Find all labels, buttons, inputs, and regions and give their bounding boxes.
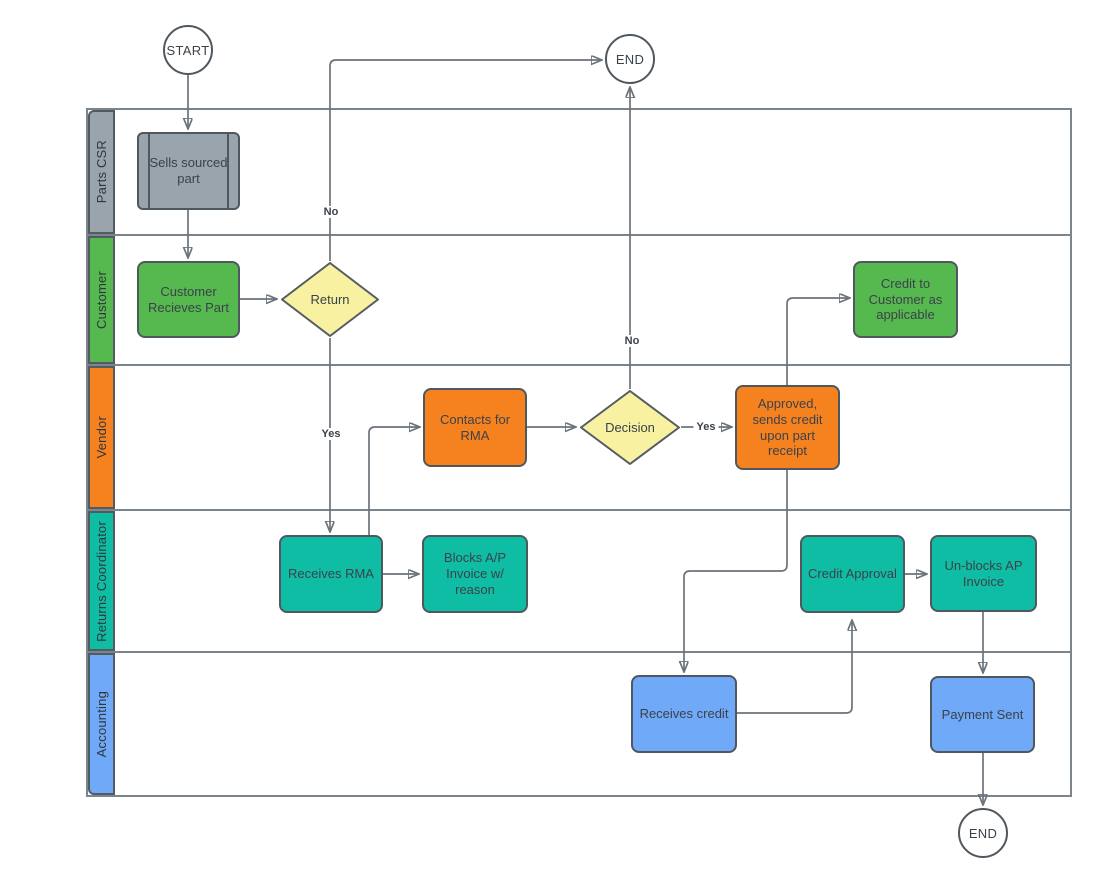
- predefined-process-line: [148, 133, 150, 209]
- lane-bar-returns-coordinator: Returns Coordinator: [88, 511, 115, 651]
- node-sells-sourced-part: Sells sourced part: [137, 132, 240, 210]
- lane-bar-vendor: Vendor: [88, 366, 115, 509]
- node-label: Approved, sends credit upon part receipt: [752, 395, 823, 459]
- lane-label: Accounting: [94, 690, 109, 758]
- node-customer-receives-part: Customer Recieves Part: [137, 261, 240, 338]
- diamond-shape: [580, 390, 680, 465]
- node-label: Credit to Customer as applicable: [868, 275, 943, 323]
- lane-customer: Customer: [88, 236, 1070, 366]
- node-label: Un-blocks AP Invoice: [944, 557, 1023, 589]
- edge-label-decision-yes: Yes: [693, 421, 719, 433]
- node-label: Contacts for RMA: [439, 411, 511, 443]
- node-label: Receives credit: [639, 706, 729, 722]
- node-decision: Decision: [579, 389, 681, 466]
- node-label: Payment Sent: [941, 706, 1024, 722]
- lane-bar-parts-csr: Parts CSR: [88, 110, 115, 234]
- edge-label-decision-no: No: [621, 335, 643, 347]
- node-label: Blocks A/P Invoice w/ reason: [443, 550, 507, 597]
- node-receives-credit: Receives credit: [631, 675, 737, 753]
- end-terminator-bottom: END: [958, 808, 1008, 858]
- node-label: Receives RMA: [288, 566, 374, 582]
- predefined-process-line: [227, 133, 229, 209]
- lane-label: Customer: [94, 271, 109, 329]
- end-terminator-top: END: [605, 34, 655, 84]
- end-label: END: [968, 825, 998, 841]
- lane-label: Parts CSR: [94, 140, 109, 204]
- lane-bar-accounting: Accounting: [88, 653, 115, 795]
- node-label: Decision: [605, 420, 655, 435]
- node-label: Credit Approval: [808, 566, 897, 582]
- lane-label: Vendor: [94, 416, 109, 459]
- node-approved-sends-credit: Approved, sends credit upon part receipt: [735, 385, 840, 470]
- lane-accounting: Accounting: [88, 653, 1070, 795]
- node-payment-sent: Payment Sent: [930, 676, 1035, 753]
- node-contacts-for-rma: Contacts for RMA: [423, 388, 527, 467]
- node-credit-approval: Credit Approval: [800, 535, 905, 613]
- edge-label-return-yes: Yes: [318, 428, 344, 440]
- edge-label-return-no: No: [320, 206, 342, 218]
- node-return-decision: Return: [280, 261, 380, 338]
- node-credit-to-customer: Credit to Customer as applicable: [853, 261, 958, 338]
- start-terminator: START: [163, 25, 213, 75]
- start-label: START: [166, 42, 210, 58]
- node-label: Return: [310, 292, 350, 307]
- node-label: Sells sourced part: [149, 155, 228, 186]
- node-unblocks-ap-invoice: Un-blocks AP Invoice: [930, 535, 1037, 612]
- lane-label: Returns Coordinator: [94, 520, 109, 642]
- end-label: END: [615, 51, 645, 67]
- node-label: Customer Recieves Part: [148, 283, 229, 315]
- lane-returns-coordinator: Returns Coordinator: [88, 511, 1070, 653]
- diamond-shape: [281, 262, 379, 337]
- lane-bar-customer: Customer: [88, 236, 115, 364]
- swimlane-pool: Parts CSR Customer Vendor Returns Coordi…: [86, 108, 1072, 797]
- node-receives-rma: Receives RMA: [279, 535, 383, 613]
- lane-vendor: Vendor: [88, 366, 1070, 511]
- node-blocks-ap-invoice: Blocks A/P Invoice w/ reason: [422, 535, 528, 613]
